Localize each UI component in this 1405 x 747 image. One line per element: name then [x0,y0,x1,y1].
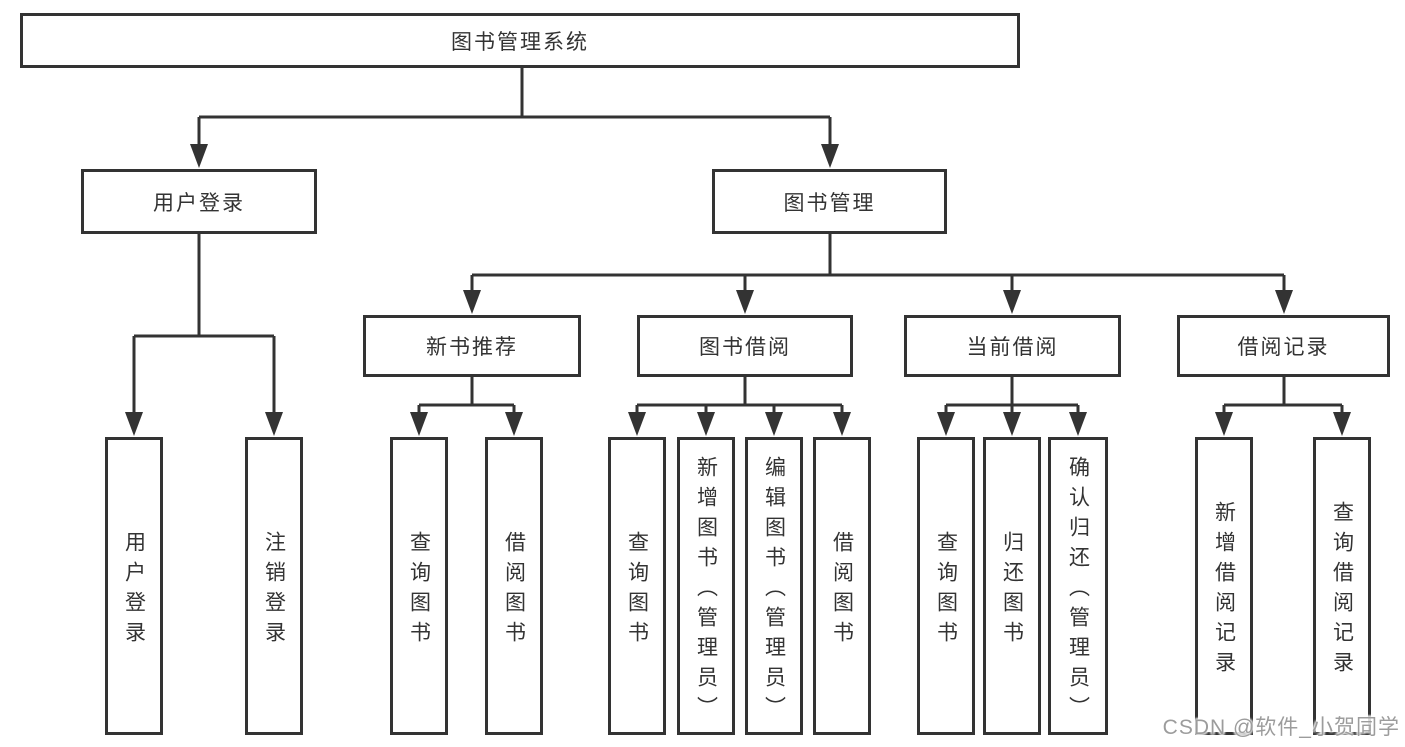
leaf-query-borrow-record-node: 查询借阅记录 [1313,437,1371,735]
module-book-borrow-label: 图书借阅 [699,336,791,359]
leaf-query-books-borrow-node: 查询图书 [608,437,666,735]
leaf-confirm-return-admin-label: 确认归还（管理员） [1066,455,1090,726]
leaf-add-borrow-record-node: 新增借阅记录 [1195,437,1253,735]
root-node-library-system: 图书管理系统 [20,13,1020,68]
leaf-edit-book-admin-label: 编辑图书（管理员） [762,455,786,726]
leaf-query-books-current-node: 查询图书 [917,437,975,735]
leaf-borrow-books-recommend-node: 借阅图书 [485,437,543,735]
watermark: CSDN @软件_小贺同学 [1162,716,1400,739]
leaf-add-borrow-record-label: 新增借阅记录 [1212,500,1236,681]
leaf-confirm-return-admin-node: 确认归还（管理员） [1048,437,1108,735]
arrowhead-icons [125,144,1351,436]
leaf-query-books-current-label: 查询图书 [934,530,958,651]
branch-book-management-node: 图书管理 [712,169,947,234]
module-current-borrow-label: 当前借阅 [966,336,1059,359]
leaf-return-book-node: 归还图书 [983,437,1041,735]
leaf-edit-book-admin-node: 编辑图书（管理员） [745,437,803,735]
leaf-add-book-admin-node: 新增图书（管理员） [677,437,735,735]
leaf-return-book-label: 归还图书 [1000,530,1024,651]
branch-user-login-label: 用户登录 [153,191,245,215]
branch-book-management-label: 图书管理 [783,191,876,215]
branch-user-login-node: 用户登录 [81,169,317,234]
module-book-borrow-node: 图书借阅 [637,315,853,377]
leaf-borrow-books-borrow-node: 借阅图书 [813,437,871,735]
leaf-user-login-node: 用户登录 [105,437,163,735]
leaf-query-books-recommend-label: 查询图书 [407,530,431,651]
leaf-add-book-admin-label: 新增图书（管理员） [694,455,718,726]
module-new-book-recommend-node: 新书推荐 [363,315,581,377]
module-borrow-record-node: 借阅记录 [1177,315,1390,377]
root-node-label: 图书管理系统 [451,30,589,54]
leaf-query-borrow-record-label: 查询借阅记录 [1330,500,1354,681]
leaf-logout-label: 注销登录 [262,530,286,651]
leaf-query-books-recommend-node: 查询图书 [390,437,448,735]
module-borrow-record-label: 借阅记录 [1237,336,1330,359]
leaf-user-login-label: 用户登录 [122,530,146,651]
leaf-logout-node: 注销登录 [245,437,303,735]
leaf-borrow-books-borrow-label: 借阅图书 [830,530,854,651]
leaf-borrow-books-recommend-label: 借阅图书 [502,530,526,651]
module-new-book-recommend-label: 新书推荐 [426,336,518,359]
module-current-borrow-node: 当前借阅 [904,315,1121,377]
leaf-query-books-borrow-label: 查询图书 [625,530,649,651]
